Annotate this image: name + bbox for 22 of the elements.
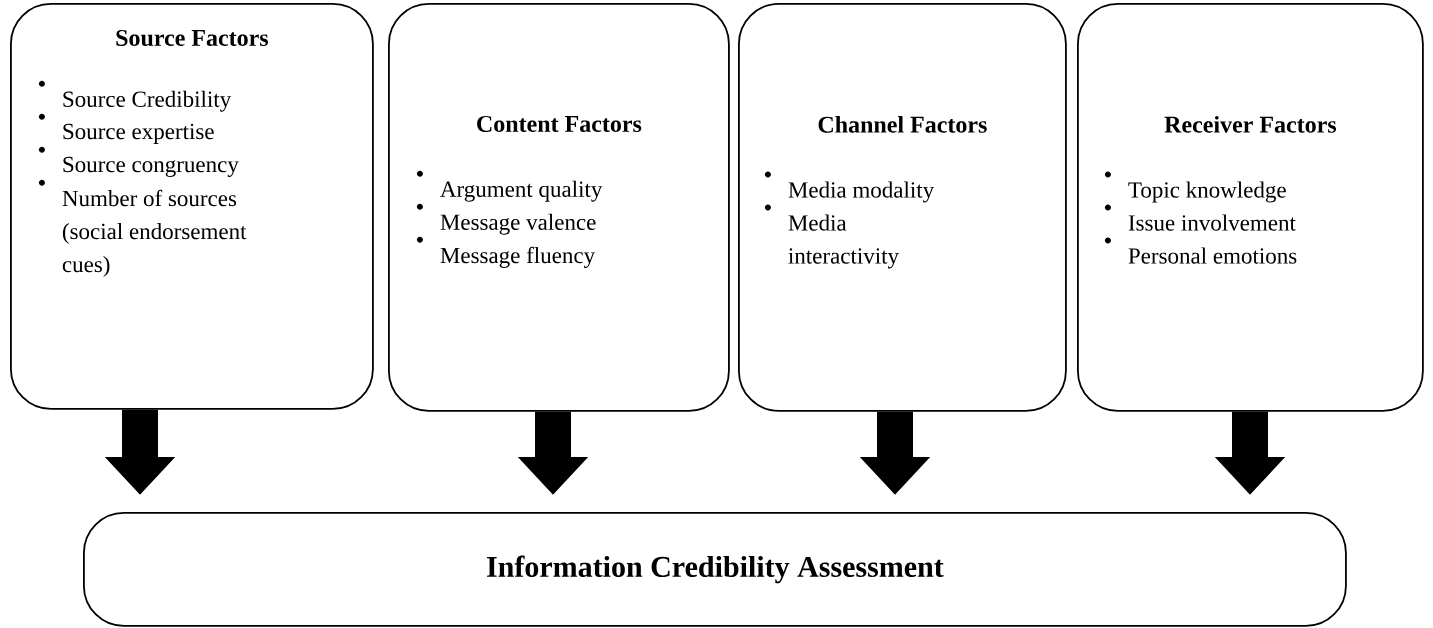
box-heading: Channel Factors [818, 115, 987, 133]
box-title: Information Credibility Assessment [487, 555, 944, 584]
box-heading: Receiver Factors [1164, 115, 1337, 133]
factor-box [1077, 3, 1424, 412]
bullet-item: Media modality [764, 171, 935, 203]
bullet-item: Personal emotions [1104, 237, 1297, 264]
result-box [83, 512, 1347, 627]
bullet-item: Number of sources (social endorsement cues) [38, 179, 247, 277]
bullet-item: Topic knowledge [1104, 171, 1286, 203]
bullet-item: Source expertise [38, 113, 214, 144]
bullet-item: Source congruency [38, 146, 239, 177]
bullet-item: Message fluency [416, 236, 596, 268]
bullet-item: Source Credibility [38, 80, 232, 112]
factor-box [388, 3, 730, 412]
bullet-item: Issue involvement [1104, 204, 1296, 231]
box-heading: Content Factors [477, 115, 642, 132]
bullet-item: Media interactivity [764, 204, 899, 269]
bullet-item: Argument quality [416, 170, 603, 202]
factor-box [738, 3, 1067, 412]
bullet-item: Message valence [416, 203, 596, 235]
box-heading: Source Factors [116, 29, 269, 47]
factor-box [10, 3, 374, 410]
